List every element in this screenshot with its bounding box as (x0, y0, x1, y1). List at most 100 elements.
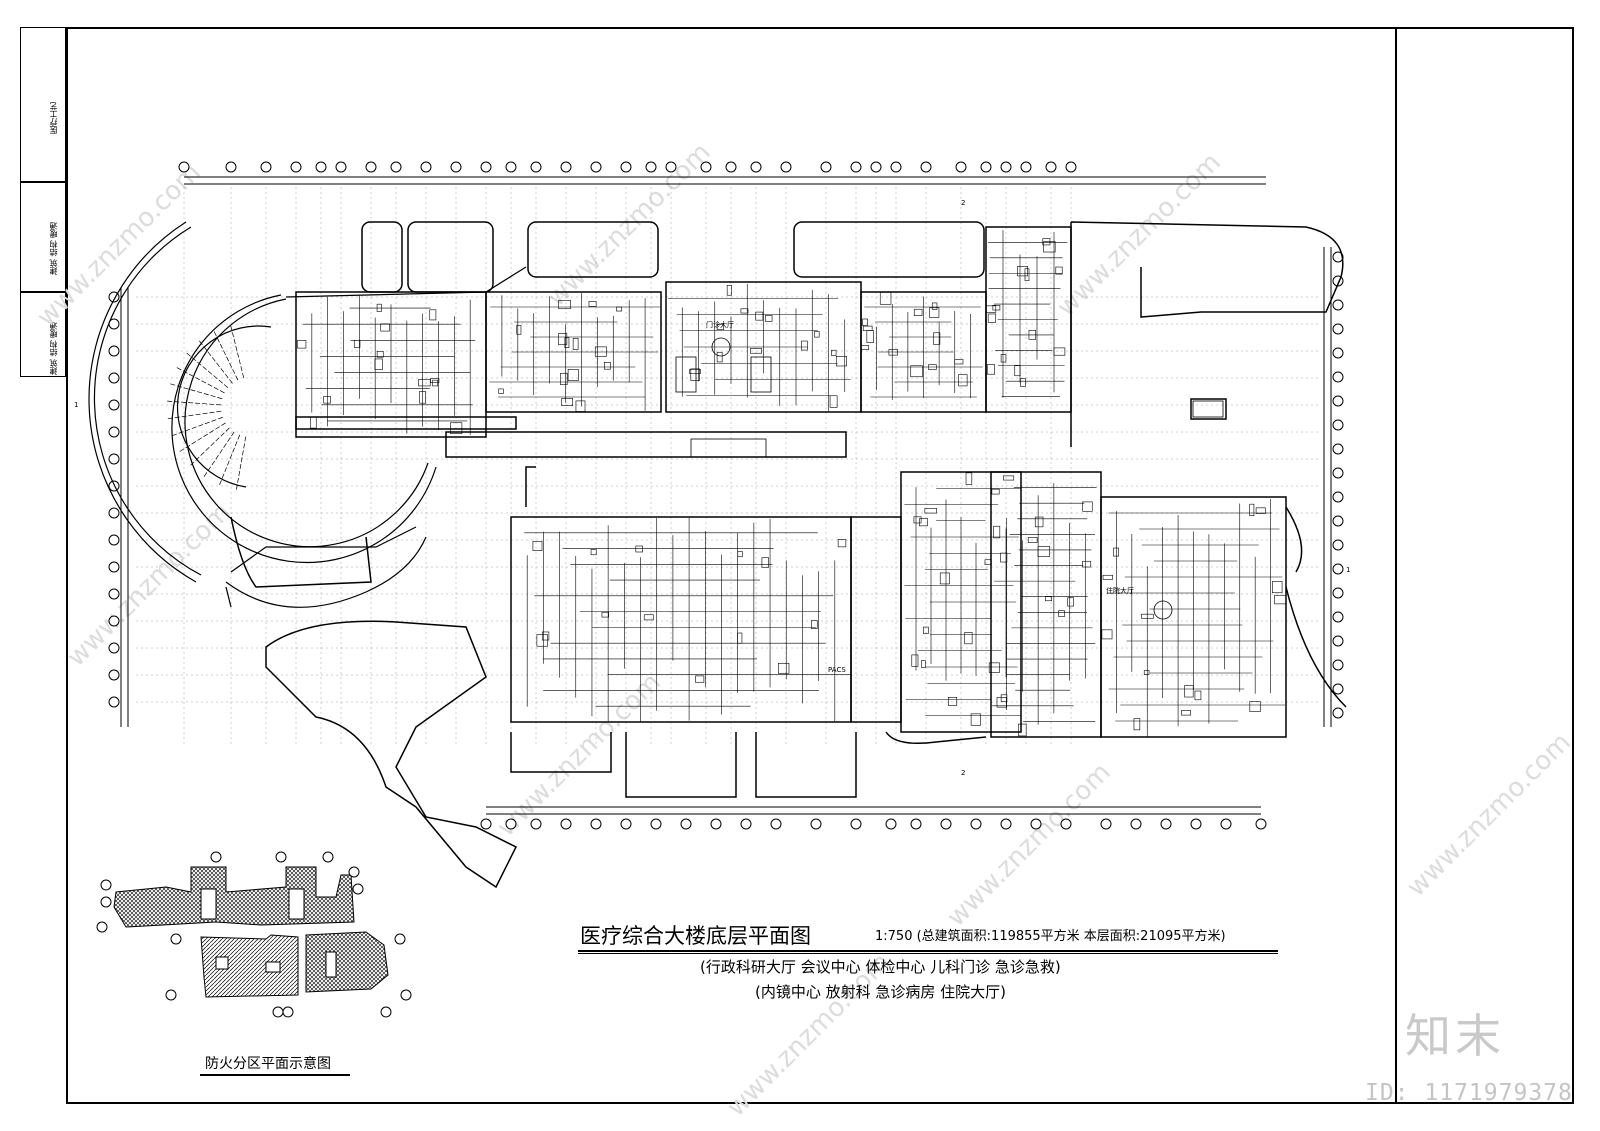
room-fixture (913, 308, 923, 316)
seat-row-mark (207, 383, 213, 387)
seat-row-mark (236, 484, 238, 490)
watermark-id: ID: 1171979378 (1365, 1080, 1573, 1106)
grid-bubble (620, 818, 632, 830)
grid-bubble (740, 818, 752, 830)
seat-row-mark (237, 477, 239, 483)
seat-row-mark (221, 422, 226, 426)
room-fixture (1034, 516, 1044, 528)
grid-bubble (770, 818, 782, 830)
grid-bubble (225, 161, 237, 173)
grid-bubble (560, 161, 572, 173)
seat-row-mark (190, 461, 195, 466)
grid-bubble (100, 896, 112, 908)
seat-row-mark (224, 467, 227, 473)
grid-bubble (1332, 299, 1344, 311)
room-fixture (740, 308, 749, 314)
grid-bubble (322, 851, 334, 863)
grid-bubble (530, 161, 542, 173)
room-fixture (954, 359, 964, 365)
room-fixture (1249, 503, 1255, 516)
seat-row-mark (227, 460, 230, 466)
seat-row-mark (207, 466, 212, 472)
room-fixture (376, 303, 382, 312)
grid-bubble (1332, 371, 1344, 383)
grid-bubble (394, 933, 406, 945)
grid-bubble (590, 818, 602, 830)
seat-row-mark (219, 343, 223, 349)
room-fixture (643, 614, 654, 621)
room-fixture (801, 340, 808, 351)
label-pacs: PACS (828, 666, 846, 674)
grid-bubble (870, 161, 882, 173)
room-fixture (837, 539, 847, 548)
room-fixture (829, 395, 838, 408)
room-fixture (560, 372, 568, 386)
seat-row-mark (188, 414, 194, 417)
room-fixture (1141, 613, 1154, 619)
seat-row-mark (207, 370, 213, 375)
seat-row-mark (195, 413, 201, 416)
room-fixture (923, 626, 929, 634)
grid-bubble (530, 818, 542, 830)
grid-bubble (380, 1006, 392, 1018)
grid-bubble (108, 426, 120, 438)
room-fixture (948, 697, 958, 706)
seat-row-mark (189, 373, 194, 377)
room-fixture (910, 365, 923, 378)
seat-row-mark (231, 431, 235, 437)
seat-row-mark (211, 419, 217, 422)
seat-row-mark (202, 366, 207, 370)
grid-bubble (955, 161, 967, 173)
seat-row-mark (183, 387, 189, 390)
floor-plan: 门诊大厅 住院大厅 PACS 2 2 1 1 (74, 161, 1350, 1018)
room-fixture (879, 292, 892, 305)
room-fixture (750, 348, 762, 354)
grid-bubble (108, 345, 120, 357)
room-fixture (777, 662, 790, 674)
grid-bubble (315, 161, 327, 173)
room-fixture (695, 675, 705, 683)
seat-row-mark (209, 411, 215, 414)
grid-bubble (1332, 443, 1344, 455)
seat-row-mark (237, 352, 240, 358)
room-fixture (418, 379, 431, 387)
room-fixture (1272, 581, 1283, 594)
room-fixture (835, 356, 847, 367)
grid-bubble (108, 372, 120, 384)
grid-bubble (108, 588, 120, 600)
seat-row-mark (185, 444, 191, 449)
room-fixture (1143, 670, 1150, 675)
grid-bubble (725, 161, 737, 173)
grid-bubble (400, 989, 412, 1001)
grid-bubble (970, 818, 982, 830)
grid-bubble (178, 161, 190, 173)
room-fixture (765, 315, 773, 322)
room-fixture (1024, 268, 1030, 281)
grid-bubble (1000, 161, 1012, 173)
room-fixture (558, 333, 568, 346)
grid-bubble (1332, 611, 1344, 623)
room-fixture (931, 302, 938, 310)
seat-row-mark (235, 345, 238, 351)
seat-row-mark (218, 379, 223, 384)
grid-bubble (108, 669, 120, 681)
room-fixture (1017, 266, 1028, 277)
seat-row-mark (225, 427, 230, 432)
seat-row-mark (219, 480, 222, 486)
grid-bubble (1332, 587, 1344, 599)
room-fixture (986, 364, 995, 375)
room-fixture (993, 525, 1001, 539)
seat-row-mark (203, 472, 208, 477)
room-fixture (575, 400, 586, 412)
room-fixture (924, 508, 937, 514)
grid-bubble (590, 161, 602, 173)
section-mark-top: 2 (961, 199, 965, 207)
seat-row-mark (217, 416, 223, 420)
grid-bubble (282, 1006, 294, 1018)
grid-bubble (275, 851, 287, 863)
seat-row-mark (216, 337, 220, 343)
room-fixture (689, 369, 701, 374)
seat-row-mark (216, 410, 222, 413)
seat-row-mark (191, 357, 197, 361)
room-fixture (561, 398, 574, 407)
